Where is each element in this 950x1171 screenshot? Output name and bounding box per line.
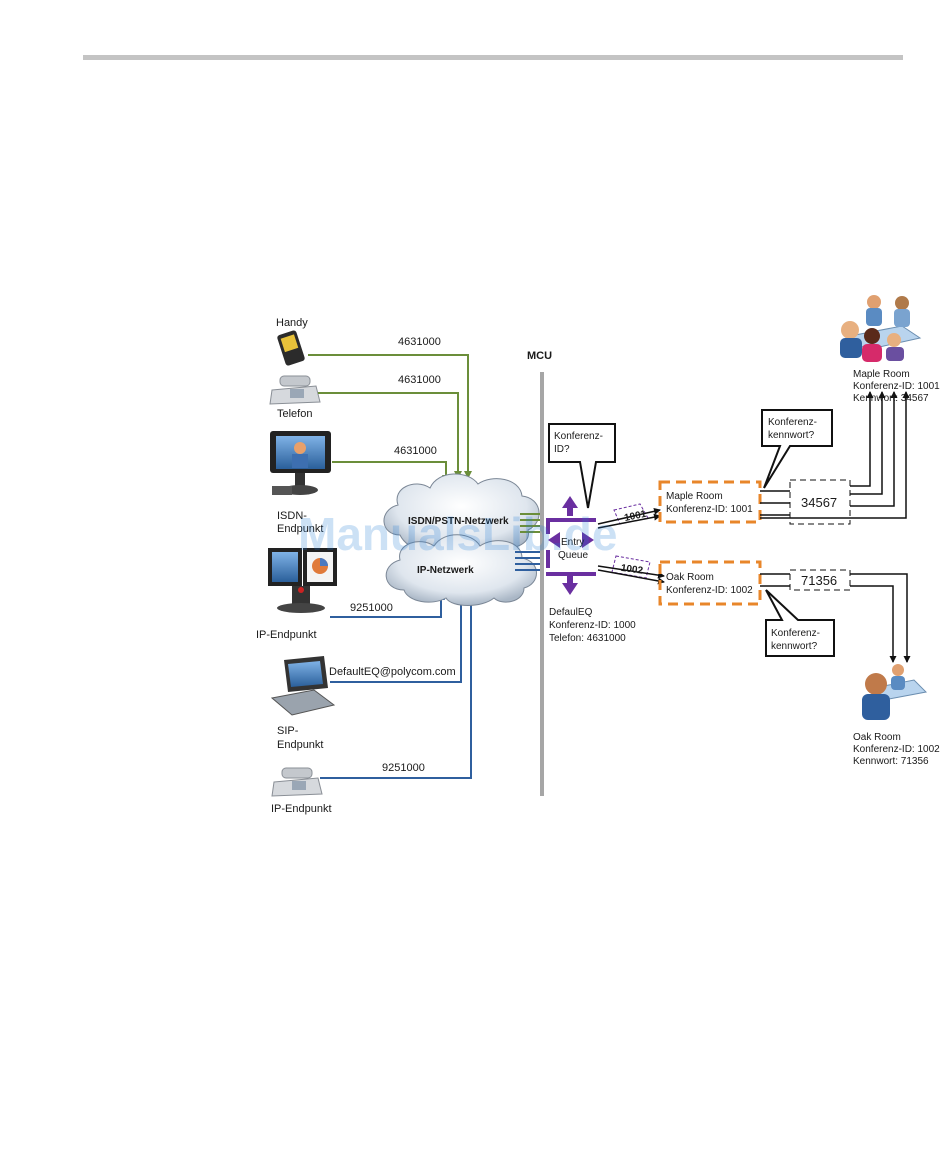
entry-queue-conference-id: Konferenz-ID: 1000 <box>549 620 636 631</box>
sip-endpoint-label-2: Endpunkt <box>277 739 323 751</box>
sip-endpoint-laptop-icon <box>270 656 336 716</box>
telephone-icon <box>269 375 321 405</box>
isdn-network-label: ISDN/PSTN-Netzwerk <box>408 516 509 527</box>
entry-queue-arrows <box>546 496 596 595</box>
isdn-endpoint-icon <box>270 431 331 495</box>
ip-connections <box>320 592 475 779</box>
routing-to-maple <box>597 503 661 529</box>
maple-password-callout <box>761 409 833 489</box>
conference-tag-1001: 1001 <box>623 509 647 524</box>
ip-endpoint-2-label: IP-Endpunkt <box>271 803 332 815</box>
oak-room-box-id: Konferenz-ID: 1002 <box>666 585 753 596</box>
header-rule <box>83 55 903 60</box>
oak-room-box-name: Oak Room <box>666 572 714 583</box>
maple-room-conference-box <box>658 480 762 524</box>
cell-phone-icon <box>277 330 305 366</box>
routing-to-oak <box>597 555 665 585</box>
ip-network-label: IP-Netzwerk <box>417 565 474 576</box>
oak-password-box <box>789 569 851 591</box>
mcu-label: MCU <box>527 350 552 362</box>
entry-queue-phone: Telefon: 4631000 <box>549 633 626 644</box>
maple-room-name: Maple Room <box>853 369 910 380</box>
maple-room-arrows <box>760 391 910 519</box>
maple-password-question-1: Konferenz- <box>768 417 817 428</box>
conference-id-callout <box>548 423 616 509</box>
oak-password: 71356 <box>801 573 837 588</box>
oak-room-conference-box <box>658 560 762 606</box>
oak-password-question-2: kennwort? <box>771 641 818 652</box>
maple-room-meeting-icon <box>840 295 922 362</box>
conference-to-password-lines <box>760 490 790 587</box>
handy-label: Handy <box>276 317 308 329</box>
ip-phone-icon <box>271 767 323 797</box>
oak-password-callout <box>765 589 835 657</box>
dial-number-isdn: 4631000 <box>394 445 437 457</box>
cloud-to-mcu-links <box>515 513 541 571</box>
oak-room-meeting-icon <box>862 664 928 720</box>
maple-room-box-id: Konferenz-ID: 1001 <box>666 504 753 515</box>
entry-queue-label-2: Queue <box>558 550 588 561</box>
conference-id-question-1: Konferenz- <box>554 431 603 442</box>
dial-number-sip: DefaultEQ@polycom.com <box>329 666 456 678</box>
dial-number-handy: 4631000 <box>398 336 441 348</box>
entry-queue-label-1: Entry <box>561 537 584 548</box>
conference-id-question-2: ID? <box>554 444 570 455</box>
maple-password-box <box>789 479 851 525</box>
oak-room-password: Kennwort: 71356 <box>853 756 929 767</box>
isdn-endpoint-label-2: Endpunkt <box>277 523 323 535</box>
isdn-endpoint-label-1: ISDN- <box>277 510 307 522</box>
isdn-connections <box>308 354 472 483</box>
telefon-label: Telefon <box>277 408 312 420</box>
ip-endpoint-video-icon <box>268 548 337 613</box>
oak-room-id: Konferenz-ID: 1002 <box>853 744 940 755</box>
dial-number-telefon: 4631000 <box>398 374 441 386</box>
watermark: ManualsLib.de <box>298 508 617 560</box>
ip-endpoint-1-label: IP-Endpunkt <box>256 629 317 641</box>
oak-room-arrows <box>850 573 911 663</box>
dial-number-ip-1: 9251000 <box>350 602 393 614</box>
oak-room-name: Oak Room <box>853 732 901 743</box>
sip-endpoint-label-1: SIP- <box>277 725 299 737</box>
maple-password-question-2: kennwort? <box>768 430 815 441</box>
maple-room-password: Kennwort: 34567 <box>853 393 929 404</box>
oak-password-question-1: Konferenz- <box>771 628 820 639</box>
entry-queue-name: DefaulEQ <box>549 607 593 618</box>
maple-password: 34567 <box>801 495 837 510</box>
dial-number-ip-2: 9251000 <box>382 762 425 774</box>
maple-room-box-name: Maple Room <box>666 491 723 502</box>
conference-tag-1002: 1002 <box>620 563 644 577</box>
maple-room-id: Konferenz-ID: 1001 <box>853 381 940 392</box>
